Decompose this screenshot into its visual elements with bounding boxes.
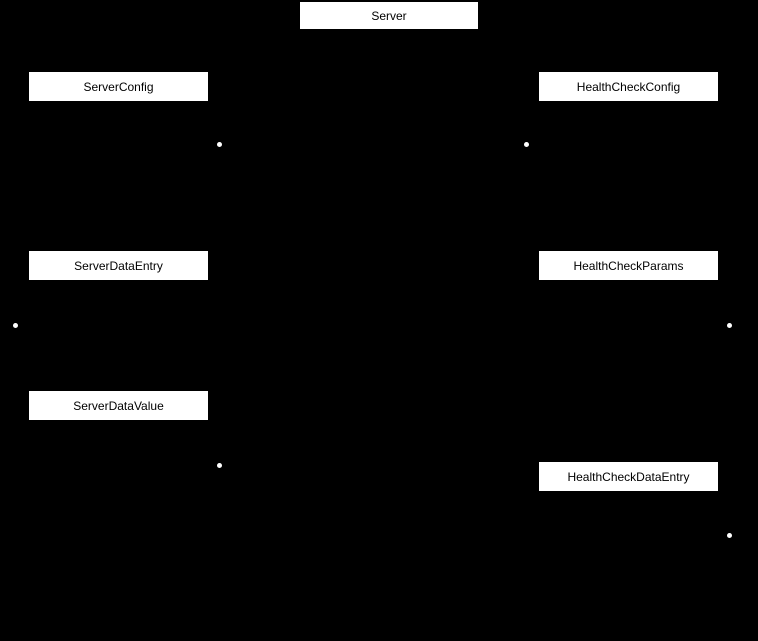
node-health-check-data-entry[interactable]: HealthCheckDataEntry	[539, 462, 718, 491]
node-health-check-config-label: HealthCheckConfig	[576, 79, 681, 94]
node-server-data-entry-label: ServerDataEntry	[74, 258, 163, 273]
edge-midpoint-dot	[12, 322, 18, 328]
node-server-config-label: ServerConfig	[83, 79, 154, 94]
edge-midpoint-dot	[216, 462, 222, 468]
node-server-label: Server	[371, 8, 407, 23]
node-server-data-value-label: ServerDataValue	[73, 398, 164, 413]
node-health-check-config[interactable]: HealthCheckConfig	[539, 72, 718, 101]
edge-midpoint-dot	[523, 141, 529, 147]
node-server-config[interactable]: ServerConfig	[29, 72, 208, 101]
node-health-check-params-label: HealthCheckParams	[573, 258, 684, 273]
node-server[interactable]: Server	[300, 2, 478, 29]
node-server-data-entry[interactable]: ServerDataEntry	[29, 251, 208, 280]
edge-midpoint-dot	[726, 532, 732, 538]
node-health-check-params[interactable]: HealthCheckParams	[539, 251, 718, 280]
node-health-check-data-entry-label: HealthCheckDataEntry	[567, 469, 690, 484]
node-server-data-value[interactable]: ServerDataValue	[29, 391, 208, 420]
edge-midpoint-dot	[216, 141, 222, 147]
edge-midpoint-dot	[726, 322, 732, 328]
